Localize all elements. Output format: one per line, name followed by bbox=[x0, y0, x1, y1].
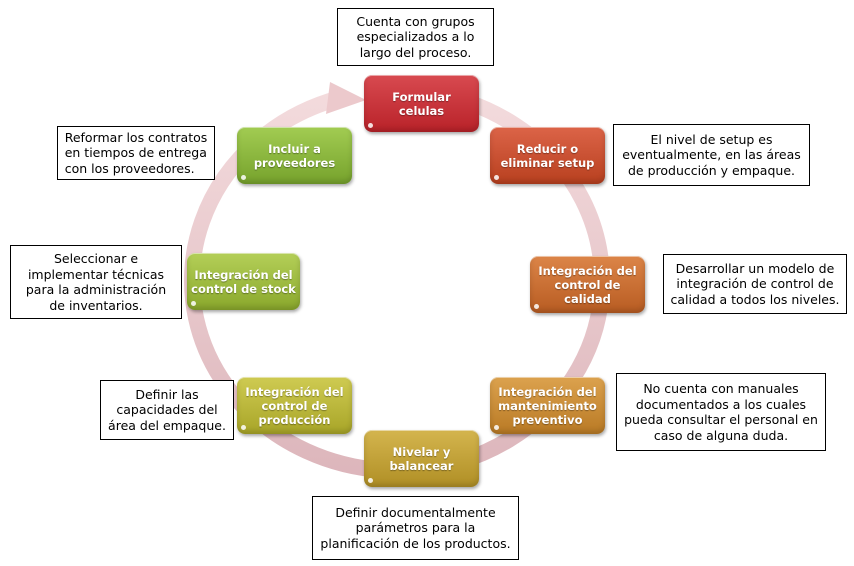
node-control-calidad[interactable]: Integración del control de calidad bbox=[530, 256, 645, 313]
note-text: Desarrollar un modelo de integración de … bbox=[670, 260, 840, 307]
note-control-stock: Seleccionar e implementar técnicas para … bbox=[10, 245, 182, 319]
node-nivelar-balancear[interactable]: Nivelar y balancear bbox=[364, 430, 479, 487]
note-incluir-proveedores: Reformar los contratos en tiempos de ent… bbox=[57, 126, 215, 180]
node-mantenimiento-preventivo[interactable]: Integración del mantenimiento preventivo bbox=[490, 377, 605, 434]
note-text: Cuenta con grupos especializados a lo la… bbox=[356, 13, 475, 60]
note-text: Reformar los contratos en tiempos de ent… bbox=[64, 129, 208, 176]
ring-arrowhead bbox=[326, 82, 366, 114]
note-text: Definir documentalmente parámetros para … bbox=[320, 504, 511, 551]
node-reducir-setup[interactable]: Reducir o eliminar setup bbox=[490, 127, 605, 184]
note-control-calidad: Desarrollar un modelo de integración de … bbox=[663, 254, 847, 314]
node-incluir-proveedores[interactable]: Incluir a proveedores bbox=[237, 127, 352, 184]
note-control-produccion: Definir las capacidades del área del emp… bbox=[100, 380, 234, 440]
note-mantenimiento-preventivo: No cuenta con manuales documentados a lo… bbox=[616, 373, 826, 451]
note-text: Definir las capacidades del área del emp… bbox=[108, 386, 226, 433]
note-text: Seleccionar e implementar técnicas para … bbox=[25, 251, 167, 313]
node-control-produccion[interactable]: Integración del control de producción bbox=[237, 377, 352, 434]
note-text: No cuenta con manuales documentados a lo… bbox=[624, 381, 818, 443]
node-formular-celulas[interactable]: Formular celulas bbox=[364, 75, 479, 132]
note-formular-celulas: Cuenta con grupos especializados a lo la… bbox=[337, 8, 494, 66]
note-text: El nivel de setup es eventualmente, en l… bbox=[622, 131, 801, 178]
node-control-stock[interactable]: Integración del control de stock bbox=[187, 253, 300, 310]
note-nivelar-balancear: Definir documentalmente parámetros para … bbox=[312, 496, 519, 560]
note-reducir-setup: El nivel de setup es eventualmente, en l… bbox=[613, 124, 810, 186]
